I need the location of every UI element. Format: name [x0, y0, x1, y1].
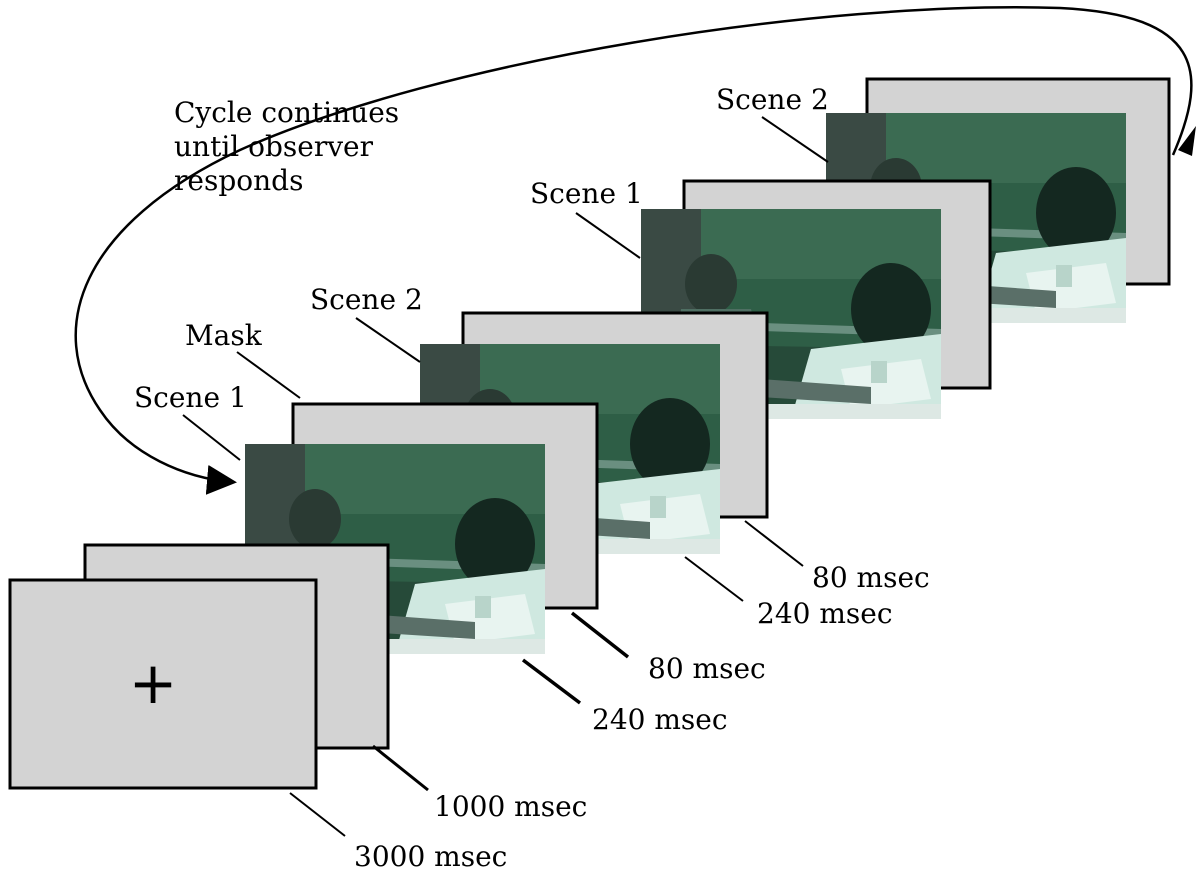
leader-mask	[236, 351, 301, 399]
cycle-caption: Cycle continues until observer responds	[174, 96, 399, 198]
cycle-caption-line2: until observer	[174, 130, 374, 163]
label-240-front: 240 msec	[592, 703, 728, 736]
label-mask: Mask	[185, 319, 262, 352]
cycle-arrow	[74, 6, 1193, 495]
cycle-caption-line3: responds	[174, 164, 304, 197]
leader-1000	[372, 744, 429, 792]
leader-scene1-back	[575, 212, 641, 259]
label-scene1-front: Scene 1	[134, 381, 247, 414]
label-80-front: 80 msec	[648, 652, 766, 685]
leader-3000	[289, 792, 346, 837]
label-80-back: 80 msec	[812, 561, 930, 594]
leader-scene2-back	[761, 116, 829, 163]
label-scene1-back: Scene 1	[530, 177, 643, 210]
leader-80-back	[744, 520, 804, 567]
cycle-caption-line1: Cycle continues	[174, 96, 400, 129]
label-240-back: 240 msec	[757, 597, 893, 630]
label-1000: 1000 msec	[434, 790, 588, 823]
leader-240-front	[521, 658, 582, 705]
leader-240-back	[684, 556, 744, 602]
label-scene2-back: Scene 2	[716, 83, 829, 116]
cycle-arrow-tip-top	[1178, 126, 1196, 156]
leader-80-front	[570, 611, 630, 659]
fixation-cross: +	[129, 649, 178, 717]
label-3000: 3000 msec	[354, 840, 508, 873]
leader-scene1-front	[182, 414, 241, 461]
label-scene2-front: Scene 2	[310, 283, 423, 316]
leader-scene2-front	[355, 317, 421, 363]
fixation-frame	[8, 578, 318, 790]
